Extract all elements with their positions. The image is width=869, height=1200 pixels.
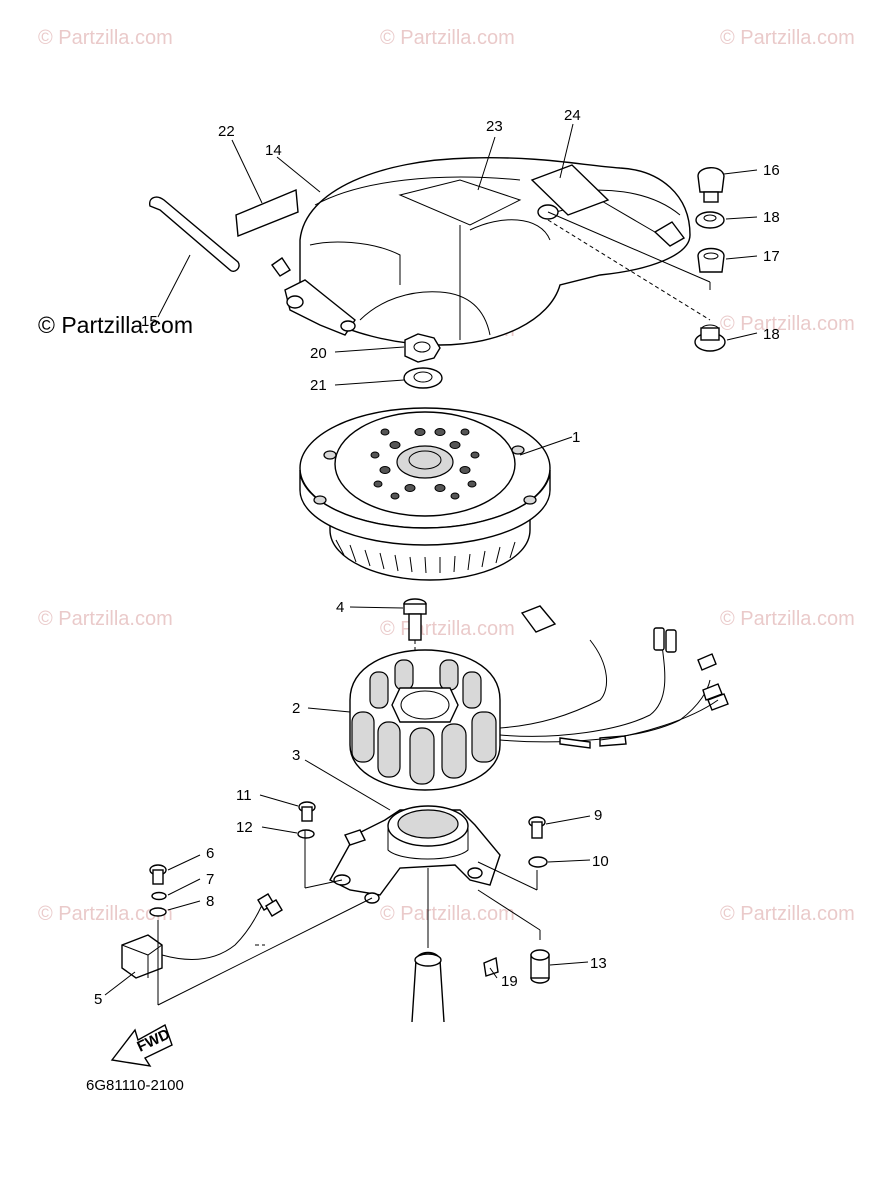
flywheel-cover [271,157,691,346]
callout-17: 17 [763,248,780,265]
callout-13: 13 [590,955,607,972]
callout-7: 7 [206,871,214,888]
watermark: © Partzilla.com [720,608,855,630]
watermark: © Partzilla.com [720,313,855,335]
watermark-main: © Partzilla.com [38,312,193,338]
callout-1: 1 [572,429,580,446]
collar [530,949,550,984]
label-decal [235,188,299,237]
callout-19: 19 [501,973,518,990]
callout-18: 18 [763,209,780,226]
callout-9: 9 [594,807,602,824]
grommet [694,324,726,352]
washer [528,856,548,868]
callout-16: 16 [763,162,780,179]
callout-10: 10 [592,853,609,870]
callout-24: 24 [564,107,581,124]
washer [149,907,167,917]
crankshaft [411,951,445,1023]
fwd-arrow-icon: FWD [110,1023,173,1067]
callout-22: 22 [218,123,235,140]
stator [349,649,501,791]
washer [403,367,443,389]
callout-20: 20 [310,345,327,362]
woodruff-key [483,957,499,977]
callout-5: 5 [94,991,102,1008]
label-decal [530,164,610,216]
hose [149,196,240,272]
grommet [695,211,725,229]
watermark: © Partzilla.com [38,608,173,630]
callout-6: 6 [206,845,214,862]
callout-8: 8 [206,893,214,910]
watermark: © Partzilla.com [38,27,173,49]
flywheel-magneto [299,407,551,581]
knob-grommet [697,167,725,203]
callout-3: 3 [292,747,300,764]
watermark: © Partzilla.com [380,618,515,640]
callout-15: 15 [141,313,158,330]
callout-numbers: 1 2 3 4 5 6 7 8 9 10 11 12 13 14 15 16 1… [94,107,780,1008]
callout-leaders [104,123,758,996]
bolt [403,598,427,641]
watermark: © Partzilla.com [720,903,855,925]
callout-11: 11 [236,787,252,804]
watermark: © Partzilla.com [380,903,515,925]
stator-wire-harness [499,605,729,749]
callout-12: 12 [236,819,253,836]
callout-4: 4 [336,599,344,616]
drawing-code: 6G81110-2100 [86,1077,184,1094]
callout-2: 2 [292,700,300,717]
pulser-coil [121,893,283,979]
leader-lines [157,211,711,1006]
callout-14: 14 [265,142,282,159]
watermark: © Partzilla.com [38,903,173,925]
screw [149,864,167,885]
screw [528,816,546,839]
callout-18-lower: 18 [763,326,780,343]
screw [298,801,316,822]
washer [151,891,167,901]
nut [404,333,441,363]
grommet [697,247,725,273]
stator-base-plate [329,805,501,904]
callout-23: 23 [486,118,503,135]
callout-21: 21 [310,377,327,394]
watermark: © Partzilla.com [380,27,515,49]
watermark: © Partzilla.com [720,27,855,49]
washer [297,829,315,839]
